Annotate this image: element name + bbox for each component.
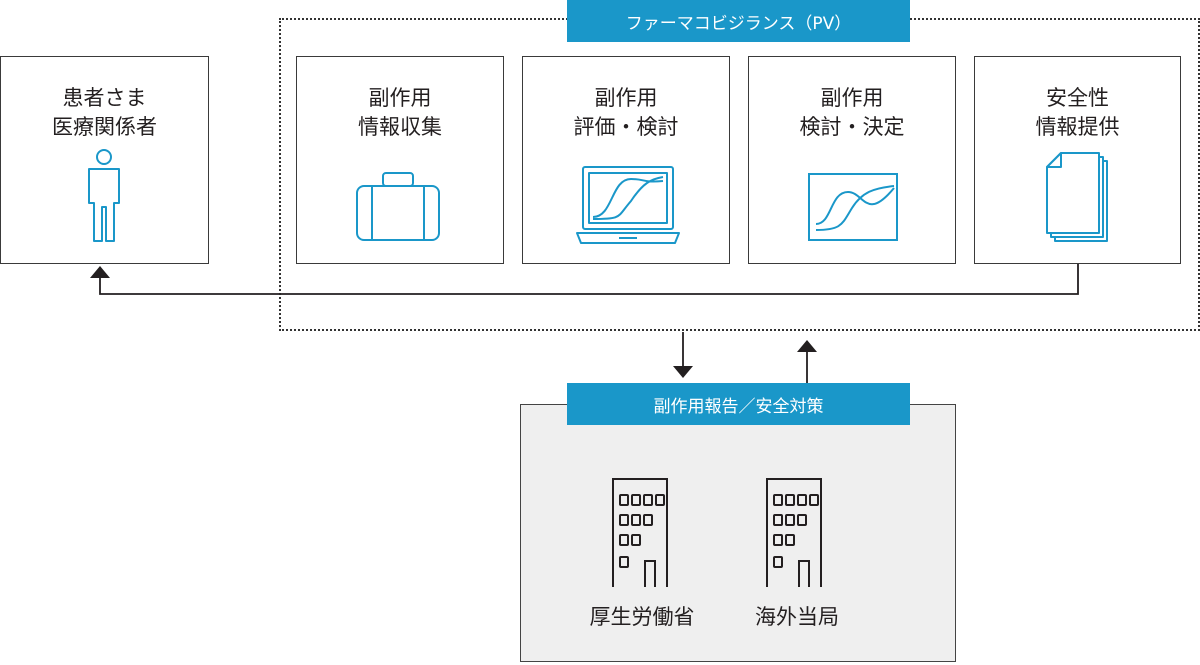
step-title: 副作用 情報収集: [358, 86, 442, 139]
step-title: 安全性 情報提供: [1035, 86, 1120, 139]
authority-label-overseas: 海外当局: [755, 605, 839, 629]
documents-icon: [1046, 152, 1108, 242]
patient-box: 患者さま 医療関係者: [0, 56, 209, 264]
person-icon: [88, 149, 120, 242]
chart-icon: [808, 173, 898, 241]
laptop-chart-icon: [576, 166, 680, 244]
step-box-safety-info: 安全性 情報提供: [974, 56, 1181, 264]
step-title: 副作用 検討・決定: [799, 86, 905, 139]
authorities-panel: 厚生労働省 海外当局: [520, 404, 956, 662]
step-box-info-collection: 副作用 情報収集: [296, 56, 504, 264]
patient-box-title: 患者さま 医療関係者: [52, 86, 157, 139]
briefcase-icon: [356, 172, 440, 241]
authority-label-mhlw: 厚生労働省: [589, 605, 695, 629]
building-icon: [766, 478, 822, 587]
step-title: 副作用 評価・検討: [573, 86, 679, 139]
step-box-evaluation: 副作用 評価・検討: [522, 56, 730, 264]
pv-banner: ファーマコビジランス（PV）: [567, 0, 910, 42]
step-box-decision: 副作用 検討・決定: [748, 56, 956, 264]
report-banner: 副作用報告／安全対策: [567, 383, 910, 425]
building-icon: [612, 478, 668, 587]
